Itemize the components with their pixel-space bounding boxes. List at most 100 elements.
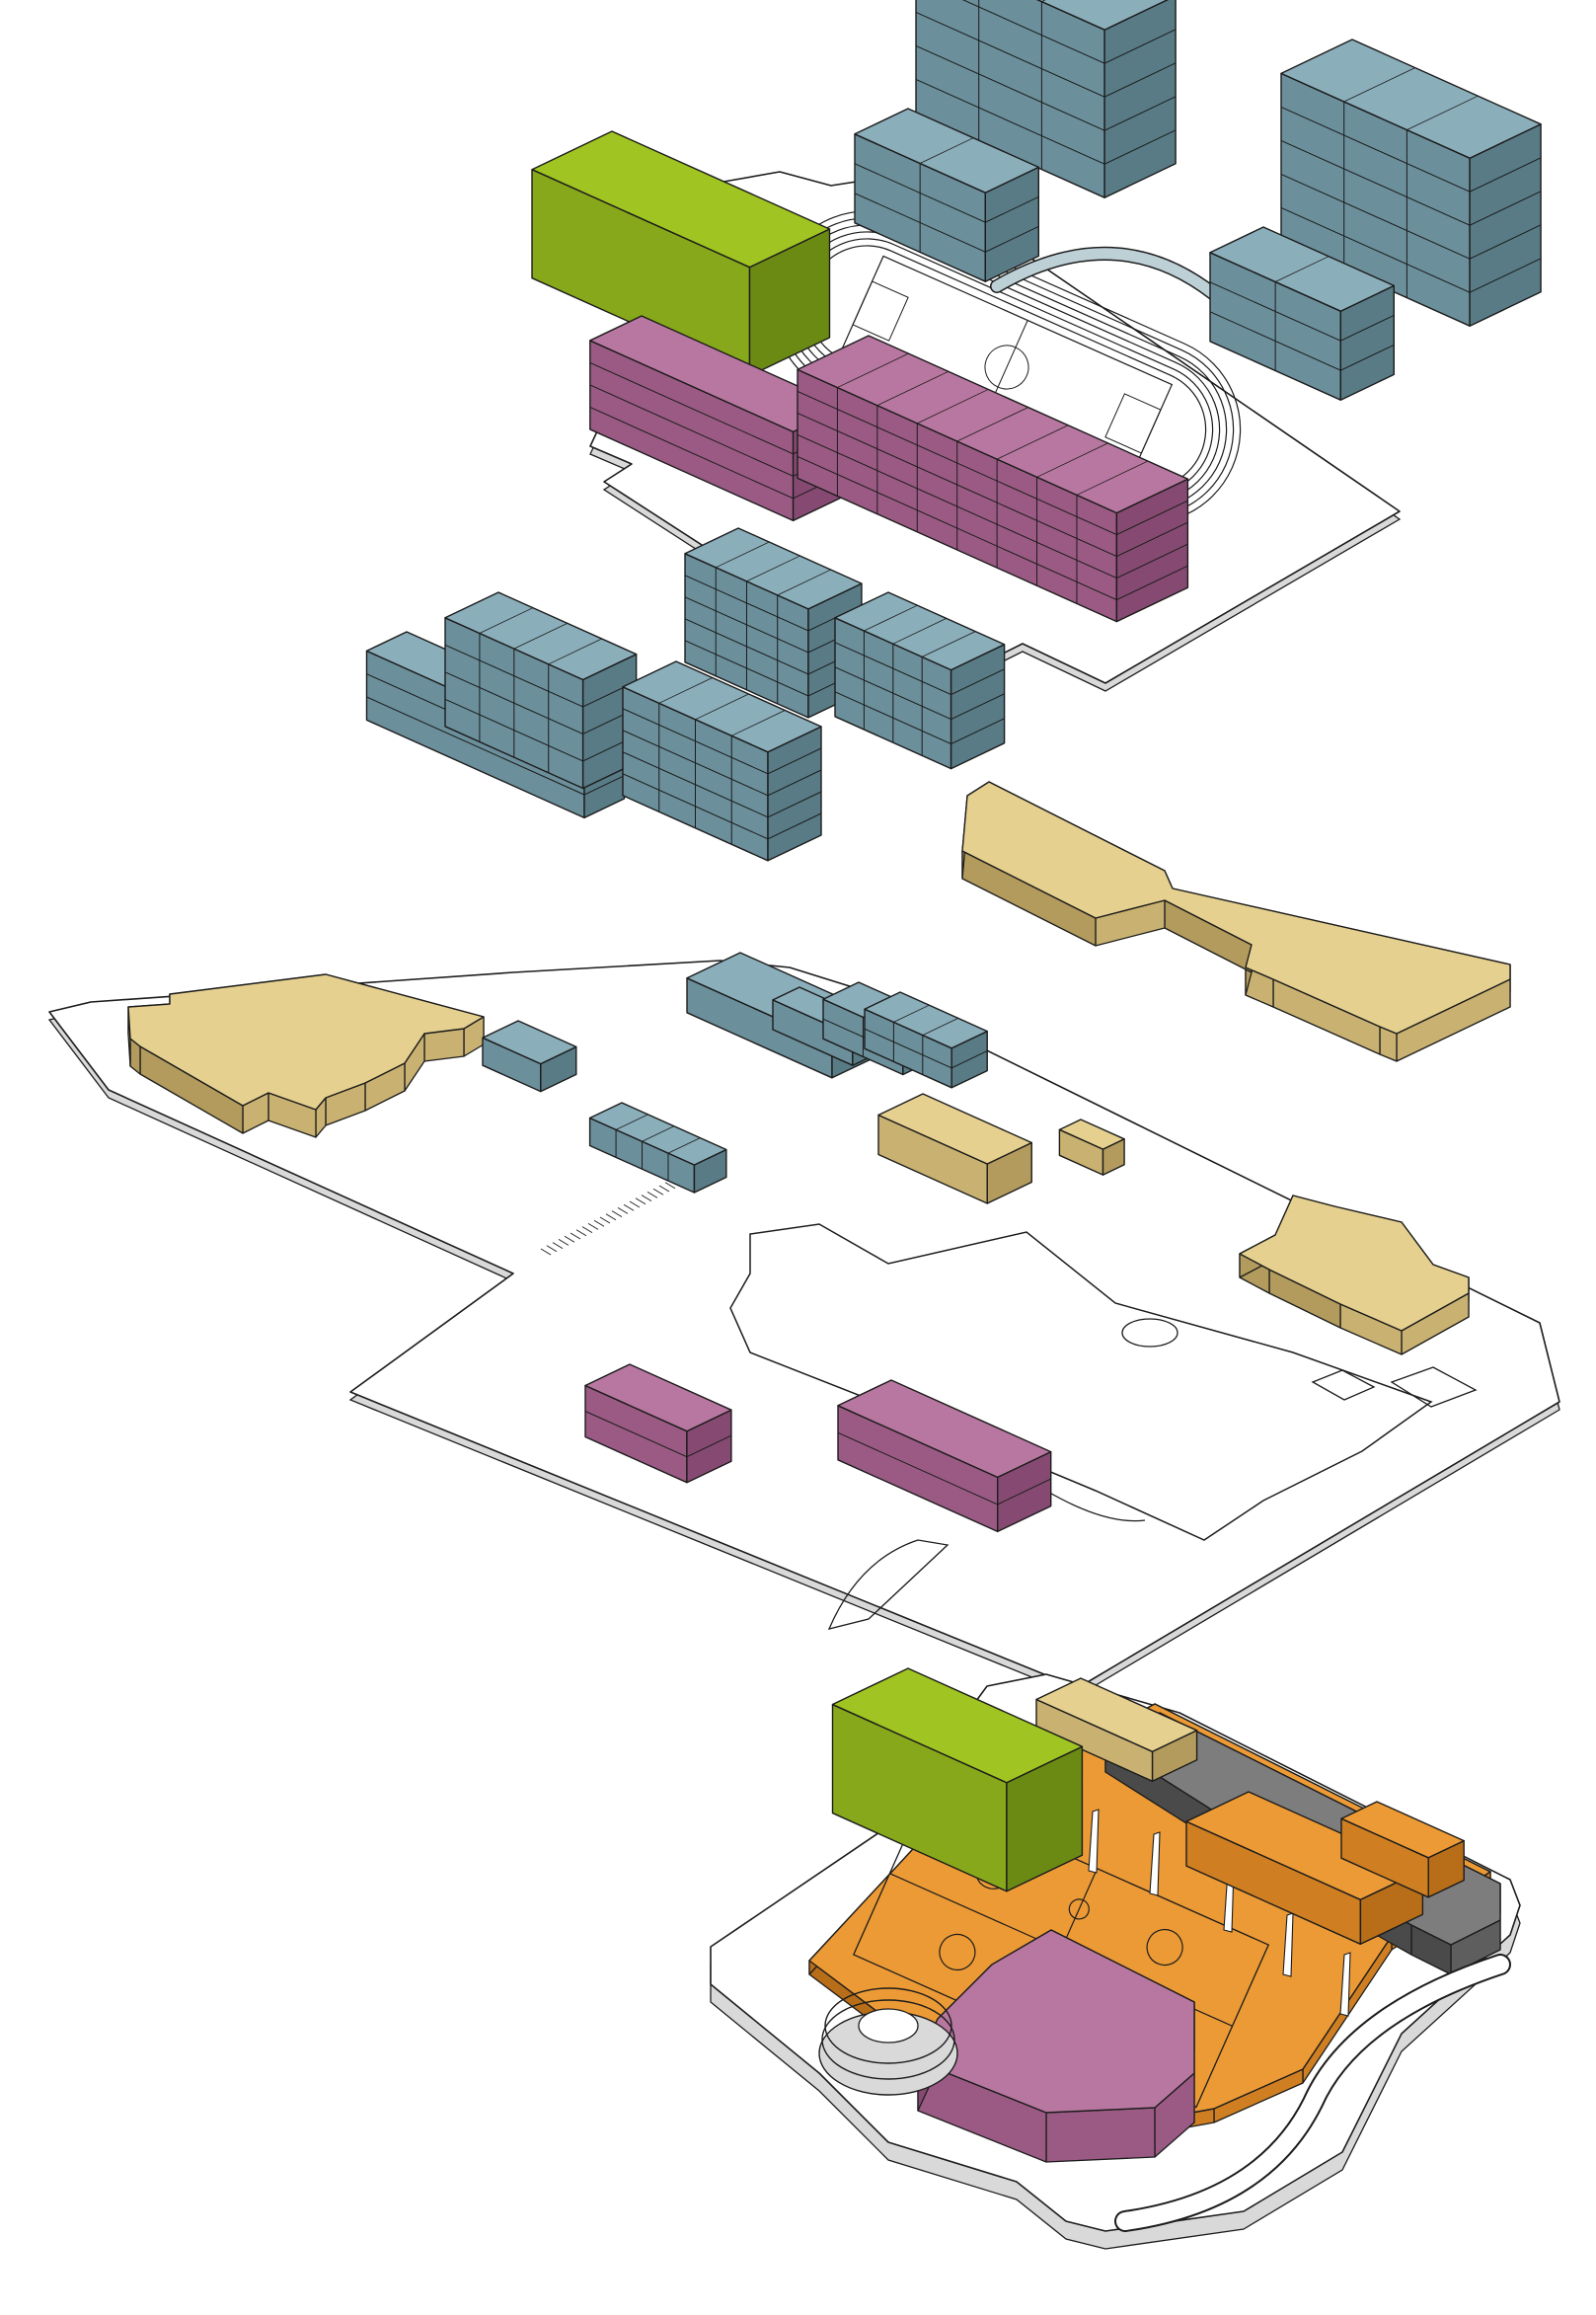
court-volume-b bbox=[1340, 1801, 1465, 1898]
roof-bay-line bbox=[922, 631, 976, 657]
roof-bay-line bbox=[893, 1004, 930, 1023]
building-masses bbox=[127, 0, 1542, 2232]
roof-bay-line bbox=[892, 618, 947, 645]
stair-tread bbox=[611, 1210, 623, 1217]
stair-tread bbox=[581, 1226, 593, 1233]
roof-bay-line bbox=[667, 1137, 701, 1154]
floor-line bbox=[622, 773, 822, 840]
teaching-block-plate-e bbox=[482, 1020, 577, 1093]
sports-hall-podium bbox=[831, 1667, 1084, 1892]
spiral-ramp-icon bbox=[818, 1987, 958, 2096]
roof-bay-line bbox=[695, 693, 749, 721]
prism-roof bbox=[961, 781, 1511, 1035]
floor-line bbox=[834, 691, 1005, 745]
courtyard-round-opening bbox=[1121, 1318, 1178, 1348]
floor-line bbox=[834, 666, 1005, 721]
block-side-face bbox=[1103, 0, 1177, 198]
block-roof-face bbox=[1035, 1677, 1198, 1753]
prism-roof bbox=[1239, 1195, 1470, 1332]
floor-line bbox=[444, 698, 637, 762]
curved-ramp-surface bbox=[1116, 1956, 1509, 2230]
stair-tread bbox=[617, 1207, 629, 1214]
stair-tread bbox=[546, 1245, 558, 1253]
floor-line bbox=[854, 193, 1039, 253]
roof-bay-line bbox=[876, 370, 950, 407]
middle-plate bbox=[47, 960, 1560, 1692]
roof-bay-line bbox=[1076, 460, 1149, 496]
court-centre-circle bbox=[1068, 1898, 1090, 1920]
stair-tread bbox=[646, 1192, 658, 1198]
block-roof-face bbox=[584, 1363, 732, 1432]
teaching-block-plate-d bbox=[864, 991, 988, 1089]
floor-line bbox=[1209, 311, 1395, 371]
teaching-tower-east bbox=[1280, 39, 1542, 327]
roof-bay-line bbox=[513, 622, 568, 650]
block-roof-face bbox=[837, 1379, 1052, 1479]
roof-bay-line bbox=[919, 137, 974, 164]
floor-line bbox=[584, 1411, 732, 1458]
floor-line bbox=[797, 412, 1188, 558]
light-pole-icon bbox=[1088, 1809, 1100, 1874]
penalty-box bbox=[852, 280, 909, 342]
activity-block-middle-b bbox=[837, 1379, 1052, 1533]
stair-tread bbox=[635, 1197, 646, 1205]
roof-bay-line bbox=[922, 1018, 958, 1036]
teaching-slab-e bbox=[834, 591, 1006, 770]
centre-circle bbox=[984, 345, 1029, 390]
teaching-tower-north bbox=[915, 0, 1177, 198]
stair-tread bbox=[629, 1200, 641, 1208]
stair-tread bbox=[641, 1195, 652, 1201]
stair-tread bbox=[599, 1216, 611, 1224]
teaching-block-plate-f bbox=[588, 1102, 727, 1194]
floor-line bbox=[797, 390, 1188, 536]
roof-bay-line bbox=[1036, 442, 1108, 478]
floor-line bbox=[622, 708, 822, 775]
roof-bay-line bbox=[642, 1125, 675, 1142]
stair-tread bbox=[575, 1229, 587, 1237]
light-pole-icon bbox=[1149, 1831, 1161, 1896]
block-roof-face bbox=[589, 315, 846, 433]
prism-wall bbox=[1045, 2107, 1156, 2163]
lightwell bbox=[1311, 1369, 1376, 1401]
stair-tread bbox=[664, 1182, 676, 1190]
penalty-box bbox=[1104, 393, 1162, 454]
service-building-east bbox=[961, 781, 1511, 1062]
stair-tread bbox=[605, 1213, 617, 1221]
stair-tread bbox=[558, 1239, 570, 1246]
plate-surface bbox=[48, 960, 1560, 1684]
activity-block-top-b bbox=[797, 335, 1189, 623]
roof-bay-line bbox=[1406, 95, 1479, 130]
prism-roof bbox=[127, 973, 485, 1111]
roof-bay-line bbox=[1343, 67, 1415, 103]
roof-bay-line bbox=[864, 604, 918, 632]
floor-line bbox=[366, 696, 625, 796]
block-side-face bbox=[1469, 123, 1542, 327]
roof-bay-line bbox=[956, 407, 1028, 442]
stair-tread bbox=[623, 1203, 635, 1211]
stair-tread bbox=[540, 1248, 552, 1256]
light-pole-icon bbox=[1339, 1952, 1351, 2017]
service-building-west bbox=[127, 973, 485, 1138]
ramp-core bbox=[858, 2008, 919, 2044]
path-line bbox=[1045, 1490, 1146, 1522]
teaching-tower-north-wing bbox=[854, 108, 1040, 282]
roof-bay-line bbox=[746, 555, 800, 582]
court-key-arc bbox=[939, 1933, 976, 1971]
sports-hall-top bbox=[531, 130, 831, 377]
service-block-podium bbox=[1035, 1677, 1198, 1783]
roof-bay-line bbox=[1274, 256, 1330, 282]
stair-tread bbox=[593, 1219, 605, 1227]
curved-ramp bbox=[827, 1539, 950, 1630]
roof-bay-line bbox=[658, 677, 713, 704]
block-roof-face bbox=[1058, 1119, 1125, 1150]
service-block-small-b bbox=[1058, 1119, 1125, 1176]
block-roof-face bbox=[482, 1020, 577, 1065]
stair-tread bbox=[652, 1188, 664, 1196]
roof-bay-line bbox=[917, 389, 989, 424]
stair-tread bbox=[552, 1242, 564, 1249]
teaching-slab-c bbox=[622, 660, 822, 862]
roof-bay-line bbox=[996, 424, 1069, 460]
court-key-arc bbox=[1146, 1928, 1183, 1967]
